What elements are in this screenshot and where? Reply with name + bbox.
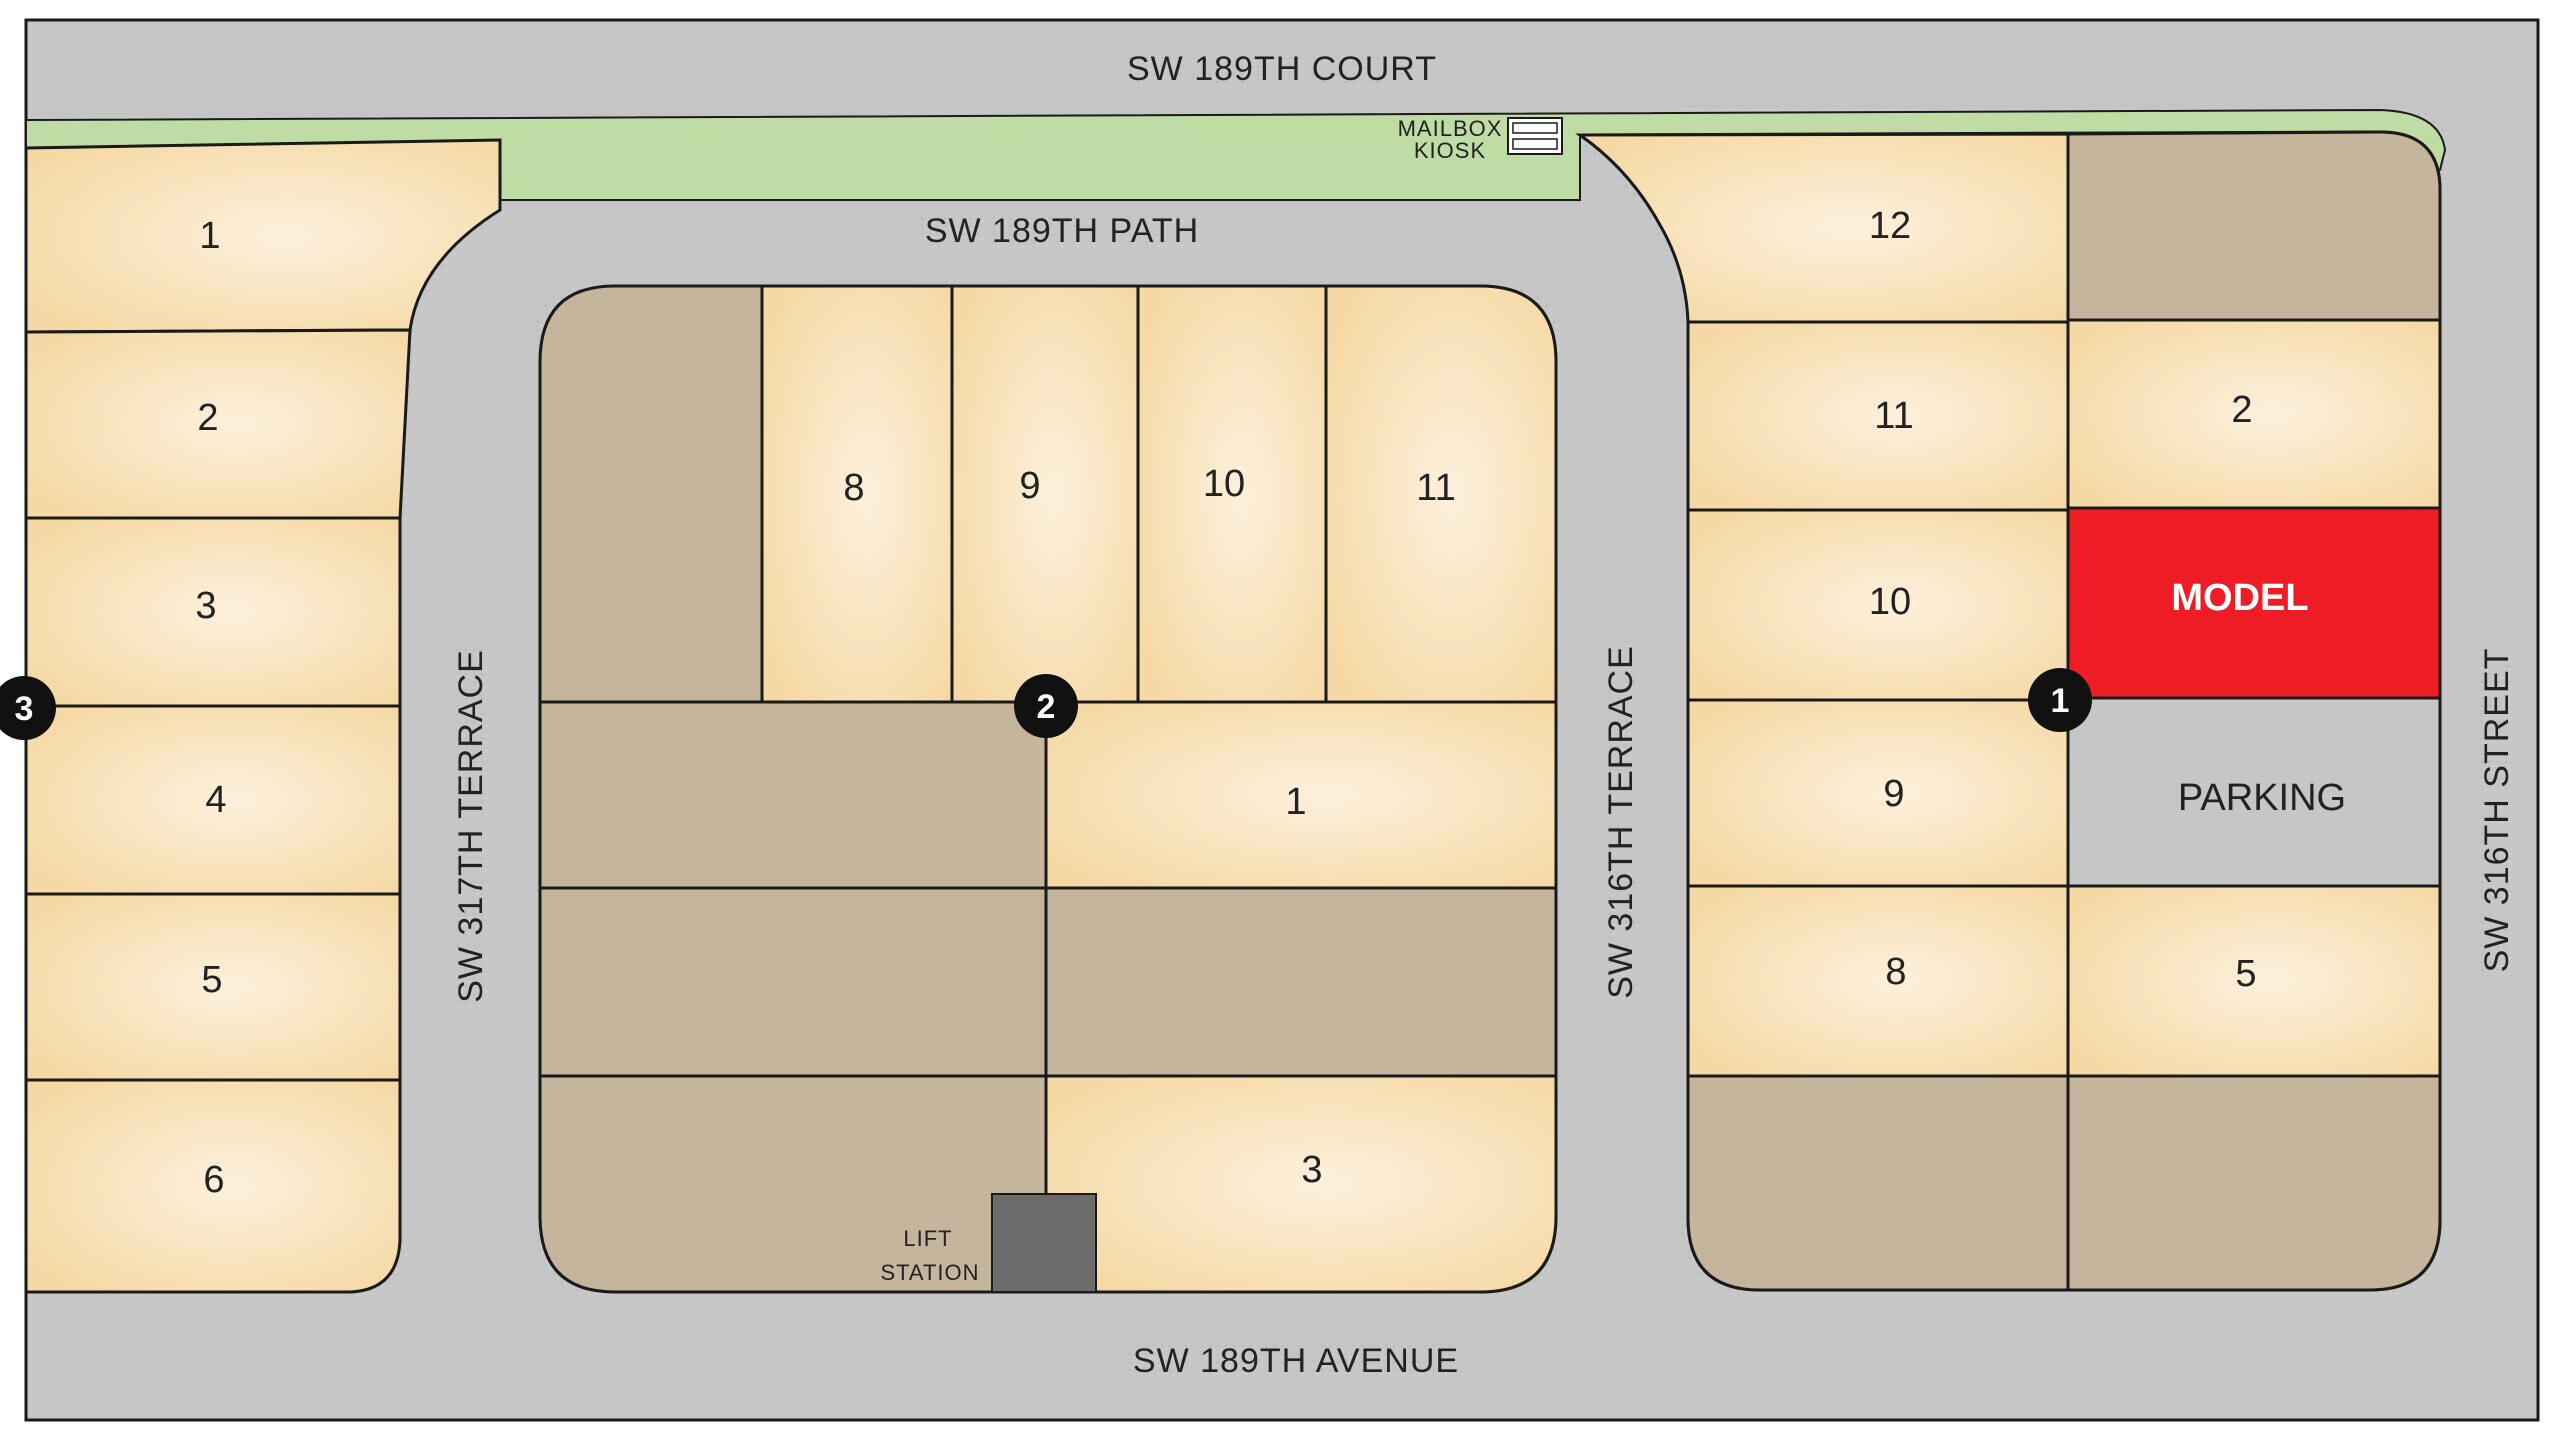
marker-1-label: 1 (2051, 682, 2070, 720)
street-label-right-vertical: SW 316TH STREET (2478, 648, 2516, 973)
lot-label: 1 (199, 215, 220, 257)
right-lots-block (1575, 130, 2442, 1292)
lot-label: 3 (195, 585, 216, 627)
lot-label: 2 (197, 397, 218, 439)
marker-2-label: 2 (1037, 688, 1056, 726)
lot-label: 5 (2235, 953, 2256, 995)
left-lots-block (24, 138, 502, 1294)
marker-1[interactable]: 1 (2028, 668, 2092, 732)
lot-label: 1 (1285, 781, 1306, 823)
lot-label: 12 (1869, 205, 1911, 247)
lot-label: 10 (1869, 581, 1911, 623)
street-label-middle-vertical: SW 316TH TERRACE (1602, 645, 1640, 999)
lot-label: 8 (843, 467, 864, 509)
lot-right-2[interactable] (2066, 318, 2442, 510)
lot-label: 6 (203, 1159, 224, 1201)
lot-label: 3 (1301, 1149, 1322, 1191)
marker-2[interactable]: 2 (1014, 674, 1078, 738)
center-lots (540, 284, 1558, 1294)
lot-left-4[interactable] (24, 704, 402, 896)
lot-label: 5 (201, 959, 222, 1001)
lot-label: 4 (205, 779, 226, 821)
lot-right-5[interactable] (2066, 884, 2442, 1078)
mailbox-label-2: KIOSK (1414, 138, 1486, 163)
lot-left-5[interactable] (24, 892, 402, 1082)
lot-label: 10 (1203, 463, 1245, 505)
lot-label: 9 (1019, 465, 1040, 507)
lot-right-unavailable-bottom-right (2066, 1074, 2442, 1292)
lot-right-12[interactable] (1575, 132, 2070, 324)
lot-right-11[interactable] (1686, 320, 2070, 512)
lot-label: 11 (1874, 395, 1913, 437)
marker-3[interactable]: 3 (0, 676, 56, 740)
lot-center-11[interactable] (1324, 284, 1558, 704)
lot-center-9[interactable] (950, 284, 1140, 704)
street-label-top: SW 189TH COURT (1127, 50, 1437, 88)
street-label-inner-top: SW 189TH PATH (925, 212, 1199, 250)
lot-center-1[interactable] (1044, 700, 1558, 890)
green-strip (25, 108, 2447, 201)
lot-right-8[interactable] (1686, 884, 2070, 1078)
lot-right-9[interactable] (1686, 698, 2070, 888)
parking-lot (2066, 696, 2442, 888)
marker-3-label: 3 (15, 690, 34, 728)
lot-center-8[interactable] (760, 284, 954, 704)
street-label-bottom: SW 189TH AVENUE (1133, 1342, 1459, 1380)
lot-left-1[interactable] (24, 138, 502, 334)
parking-label: PARKING (2178, 777, 2346, 819)
lot-label: 9 (1883, 773, 1904, 815)
model-label: MODEL (2171, 577, 2308, 619)
lot-right-unavailable-bottom-left (1686, 1074, 2070, 1292)
lift-station (991, 1193, 1097, 1293)
mailbox-kiosk-icon (1507, 117, 1563, 155)
lift-label-1: LIFT (903, 1226, 952, 1251)
lift-label-2: STATION (880, 1260, 979, 1285)
lot-label: 2 (2231, 389, 2252, 431)
lot-left-3[interactable] (24, 516, 402, 708)
mailbox-label-1: MAILBOX (1398, 116, 1503, 141)
lot-left-6[interactable] (24, 1078, 402, 1294)
lot-right-unavailable-top (2066, 130, 2442, 322)
street-label-left-vertical: SW 317TH TERRACE (452, 649, 490, 1003)
lot-label: 11 (1416, 467, 1455, 509)
lot-label: 8 (1885, 951, 1906, 993)
lot-center-3[interactable] (1044, 1074, 1558, 1294)
